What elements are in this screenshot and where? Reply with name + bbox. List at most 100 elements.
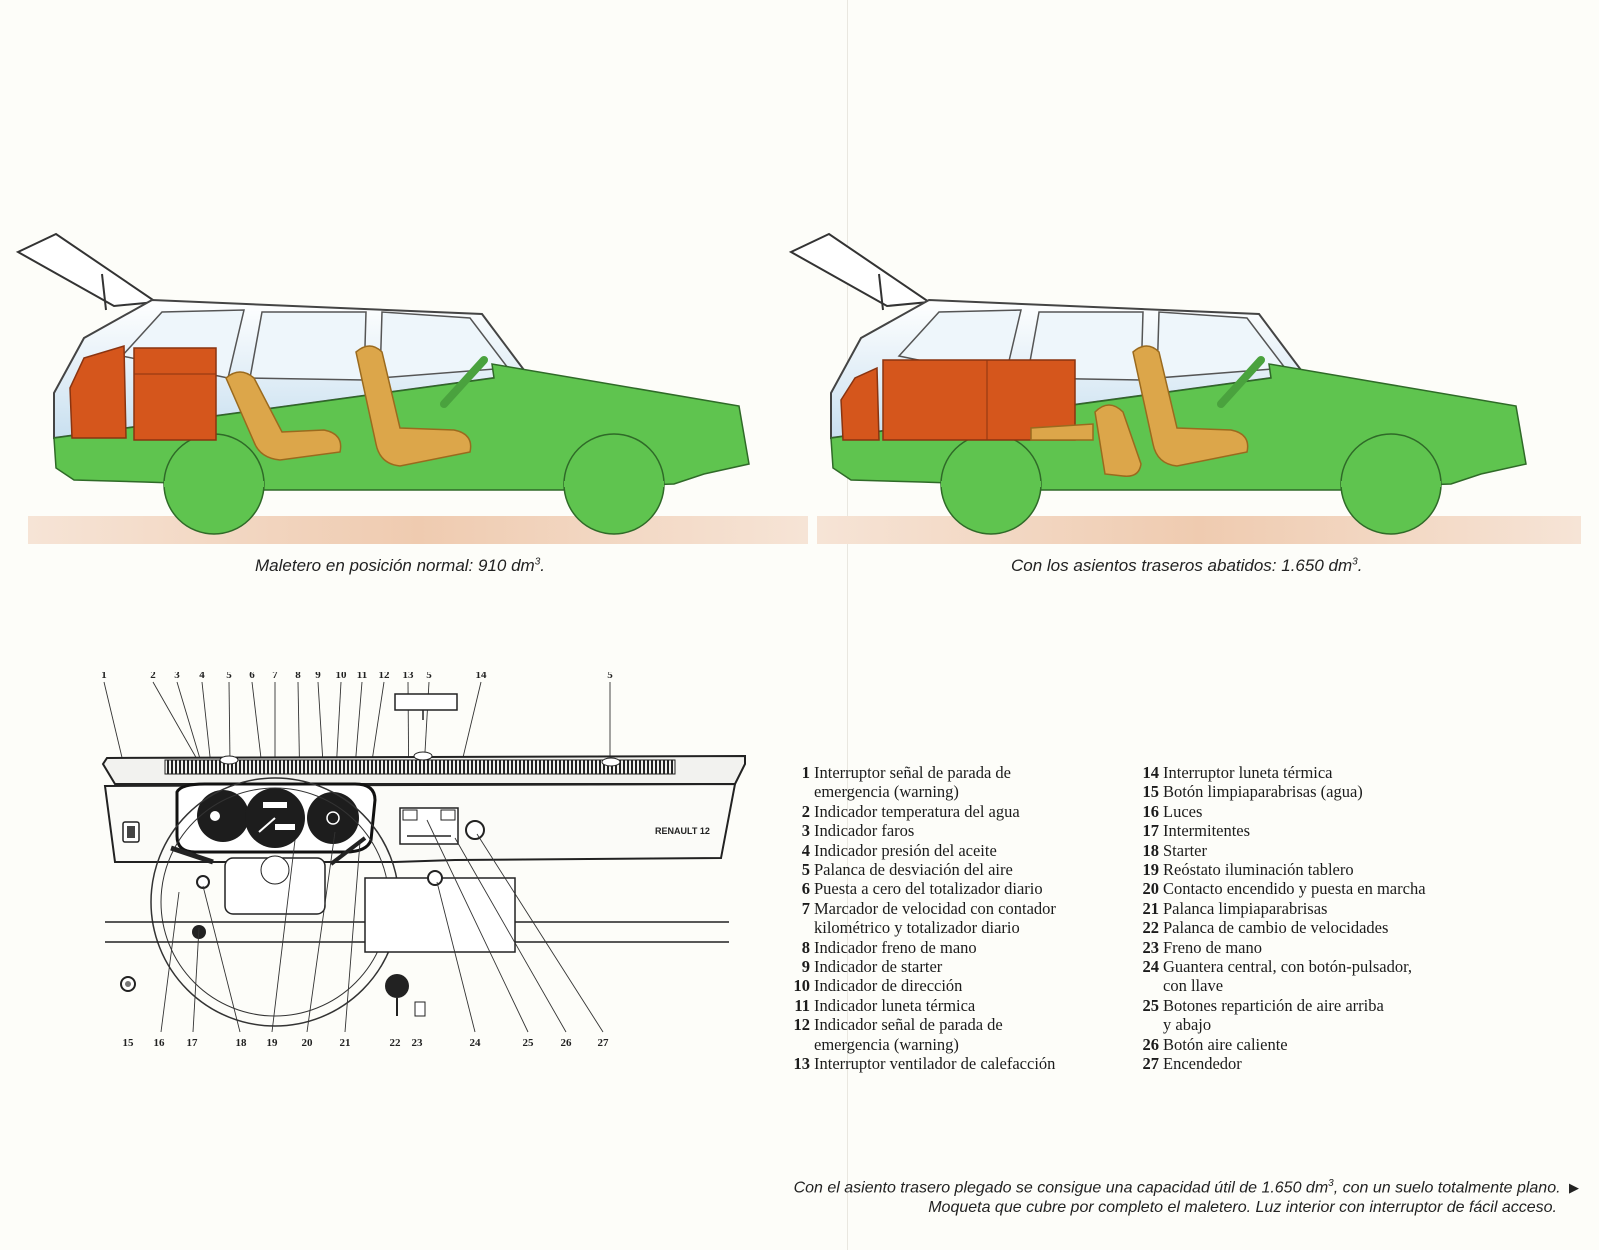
footer-line-1: Con el asiento trasero plegado se consig… — [793, 1178, 1579, 1197]
car-illustration-seats-folded — [788, 232, 1581, 544]
callout-number: 22 — [390, 1037, 402, 1049]
legend-text: Starter — [1163, 840, 1207, 860]
legend-text: Palanca de desviación del aire — [814, 860, 1013, 880]
legend-number: 24 — [1142, 957, 1160, 977]
legend-text: Botón aire caliente — [1163, 1034, 1288, 1054]
legend-text: Interruptor ventilador de calefacción — [814, 1054, 1056, 1074]
legend-number: 7 — [801, 898, 810, 918]
legend-text: Guantera central, con botón-pulsador, co… — [1163, 957, 1413, 996]
legend-number: 14 — [1142, 763, 1160, 782]
callout-number: 24 — [470, 1037, 482, 1049]
legend-number: 3 — [801, 821, 810, 841]
callout-number: 2 — [150, 672, 156, 681]
legend-text: Palanca de cambio de velocidades — [1163, 918, 1389, 938]
legend-number: 11 — [794, 995, 810, 1015]
continue-arrow-icon[interactable]: ▶ — [1569, 1180, 1579, 1196]
ground-strip — [28, 516, 808, 544]
footer-line-2: Moqueta que cubre por completo el malete… — [928, 1199, 1557, 1216]
page-fold — [847, 0, 848, 1250]
legend-text: Indicador señal de parada de emergencia … — [814, 1015, 1003, 1054]
front-seat — [1132, 345, 1249, 467]
callout-number: 27 — [598, 1037, 610, 1049]
legend-text: Indicador de starter — [814, 957, 943, 977]
legend-text: Indicador presión del aceite — [814, 840, 997, 860]
open-tailgate — [15, 232, 159, 308]
handbrake — [414, 1001, 426, 1017]
gear-lever-knob — [385, 974, 409, 998]
callout-number: 6 — [249, 672, 255, 681]
car-illustration-normal — [15, 232, 808, 544]
callout-number: 19 — [267, 1037, 279, 1049]
rear-seat — [225, 371, 342, 461]
callout-number: 5 — [226, 672, 232, 681]
legend-text: Indicador freno de mano — [814, 937, 977, 957]
legend-number: 8 — [801, 937, 810, 957]
legend-number: 26 — [1142, 1034, 1160, 1054]
open-tailgate — [788, 232, 932, 308]
legend-number: 12 — [793, 1015, 811, 1035]
legend-number: 5 — [801, 860, 810, 880]
legend-text: Luces — [1163, 801, 1203, 821]
callout-number: 7 — [272, 672, 278, 681]
legend-text: Indicador faros — [814, 821, 915, 841]
callout-number: 9 — [315, 672, 321, 681]
cargo-boxes — [69, 344, 127, 439]
caption-seats-folded: Con los asientos traseros abatidos: 1.65… — [1011, 556, 1363, 575]
legend-number: 27 — [1142, 1054, 1160, 1074]
callout-number: 1 — [101, 672, 107, 681]
legend-text: Palanca limpiaparabrisas — [1163, 898, 1328, 918]
legend-text: Indicador luneta térmica — [814, 995, 976, 1015]
legend-number: 23 — [1142, 937, 1160, 957]
folded-rear-seat — [1030, 423, 1094, 441]
callout-number: 18 — [236, 1037, 248, 1049]
callout-number: 16 — [154, 1037, 166, 1049]
legend-number: 13 — [793, 1054, 811, 1074]
legend-text: Encendedor — [1163, 1054, 1242, 1074]
legend-text: Contacto encendido y puesta en marcha — [1163, 879, 1426, 899]
legend-number: 20 — [1142, 879, 1160, 899]
legend-number: 15 — [1142, 782, 1160, 802]
legend-number: 4 — [801, 840, 810, 860]
legend-number: 6 — [801, 879, 810, 899]
cargo-boxes — [840, 366, 880, 441]
legend-text: Botones repartición de aire arriba y aba… — [1163, 995, 1384, 1035]
legend-number: 10 — [793, 976, 811, 996]
legend-number: 21 — [1142, 898, 1160, 918]
callout-number: 3 — [174, 672, 180, 681]
callout-number: 15 — [123, 1037, 135, 1049]
callout-number: 25 — [523, 1037, 535, 1049]
legend-number: 17 — [1142, 821, 1160, 841]
callout-number: 5 — [426, 672, 432, 681]
callout-number: 20 — [302, 1037, 314, 1049]
legend-text: Freno de mano — [1163, 937, 1262, 957]
legend-text: Puesta a cero del totalizador diario — [814, 879, 1043, 899]
callout-number: 13 — [403, 672, 415, 681]
callout-number: 4 — [199, 672, 205, 681]
legend-text: Interruptor luneta térmica — [1163, 763, 1333, 782]
